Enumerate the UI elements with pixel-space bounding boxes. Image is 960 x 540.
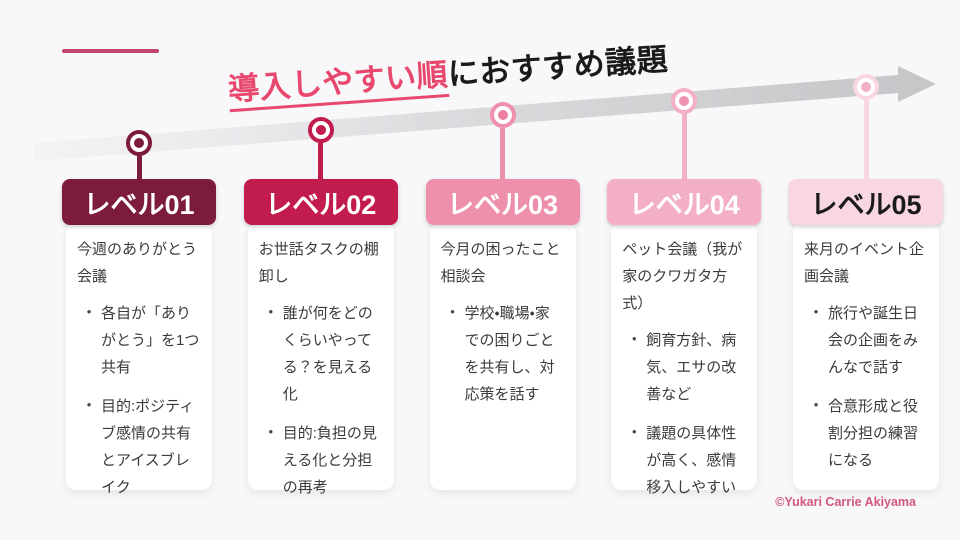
bullet-item: •各自が「ありがとう」を1つ共有: [77, 300, 201, 381]
level-card-02: レベル02 お世話タスクの棚卸し •誰が何をどのくらいやってる？を見える化 •目…: [243, 117, 398, 496]
marker-dot-icon: [315, 125, 326, 135]
marker-dot-icon: [134, 138, 144, 148]
bullet-item: •誰が何をどのくらいやってる？を見える化: [259, 300, 383, 408]
level-badge: レベル01: [62, 179, 216, 225]
level-badge: レベル03: [425, 179, 580, 225]
bullet-icon: •: [631, 331, 637, 346]
level-badge: レベル02: [243, 179, 398, 225]
card-title: 今月の困ったこと相談会: [440, 241, 561, 285]
card-body: 今月の困ったこと相談会 •学校・職場・家での困りごとを共有し、対応策を話す: [429, 222, 576, 490]
marker-stem: [500, 128, 505, 179]
card-bullet-list: •飼育方針、病気、エサの改善など •議題の具体性が高く、感情移入しやすい: [622, 327, 746, 501]
level-cards-row: レベル01 今週のありがとう会議 •各自が「ありがとう」を1つ共有 •目的:ポジ…: [62, 74, 943, 496]
timeline-marker-icon: [126, 130, 152, 156]
level-card-04: レベル04 ペット会議（我が家のクワガタ方式） •飼育方針、病気、エサの改善など…: [607, 88, 762, 496]
copyright-credit: ©Yukari Carrie Akiyama: [775, 495, 916, 509]
bullet-item: •旅行や誕生日会の企画をみんなで話す: [804, 300, 928, 381]
card-bullet-list: •各自が「ありがとう」を1つ共有 •目的:ポジティブ感情の共有とアイスブレイク: [77, 300, 201, 501]
card-bullet-list: •誰が何をどのくらいやってる？を見える化 •目的:負担の見える化と分担の再考: [259, 300, 383, 501]
marker-stem: [681, 114, 687, 179]
bullet-icon: •: [631, 424, 637, 439]
card-body: 今週のありがとう会議 •各自が「ありがとう」を1つ共有 •目的:ポジティブ感情の…: [66, 222, 212, 496]
card-title: お世話タスクの棚卸し: [258, 241, 379, 285]
bullet-icon: •: [268, 424, 274, 439]
accent-line: [62, 49, 159, 53]
card-title: 今週のありがとう会議: [77, 241, 198, 285]
bullet-item: •目的:ポジティブ感情の共有とアイスブレイク: [77, 393, 201, 501]
marker-dot-icon: [861, 82, 871, 92]
bullet-item: •合意形成と役割分担の練習になる: [804, 393, 928, 474]
card-body: 来月のイベント企画会議 •旅行や誕生日会の企画をみんなで話す •合意形成と役割分…: [793, 222, 939, 490]
card-title: 来月のイベント企画会議: [804, 241, 925, 285]
timeline-marker-icon: [489, 102, 516, 128]
timeline-marker-icon: [853, 74, 879, 100]
card-bullet-list: •旅行や誕生日会の企画をみんなで話す •合意形成と役割分担の練習になる: [804, 300, 928, 474]
timeline-marker-icon: [307, 117, 334, 143]
card-body: ペット会議（我が家のクワガタ方式） •飼育方針、病気、エサの改善など •議題の具…: [611, 222, 758, 496]
bullet-item: •学校・職場・家での困りごとを共有し、対応策を話す: [441, 300, 565, 408]
bullet-icon: •: [813, 304, 819, 319]
level-card-05: レベル05 来月のイベント企画会議 •旅行や誕生日会の企画をみんなで話す •合意…: [789, 74, 943, 490]
timeline-marker-icon: [671, 88, 698, 114]
marker-dot-icon: [679, 96, 690, 106]
bullet-icon: •: [450, 304, 455, 319]
bullet-icon: •: [86, 397, 92, 412]
level-badge: レベル04: [607, 179, 762, 225]
card-bullet-list: •学校・職場・家での困りごとを共有し、対応策を話す: [441, 300, 565, 408]
marker-stem: [136, 156, 142, 179]
bullet-item: •目的:負担の見える化と分担の再考: [259, 420, 383, 501]
bullet-item: •議題の具体性が高く、感情移入しやすい: [622, 420, 746, 501]
card-body: お世話タスクの棚卸し •誰が何をどのくらいやってる？を見える化 •目的:負担の見…: [247, 222, 394, 496]
card-title: ペット会議（我が家のクワガタ方式）: [622, 241, 743, 312]
level-card-03: レベル03 今月の困ったこと相談会 •学校・職場・家での困りごとを共有し、対応策…: [425, 102, 580, 490]
marker-stem: [863, 100, 869, 179]
bullet-icon: •: [268, 304, 274, 319]
marker-stem: [318, 143, 324, 179]
arrow-head: [898, 66, 936, 102]
bullet-icon: •: [86, 304, 92, 319]
level-badge: レベル05: [789, 179, 943, 225]
bullet-icon: •: [813, 397, 819, 412]
level-card-01: レベル01 今週のありがとう会議 •各自が「ありがとう」を1つ共有 •目的:ポジ…: [62, 130, 216, 496]
marker-dot-icon: [497, 110, 508, 120]
bullet-item: •飼育方針、病気、エサの改善など: [622, 327, 746, 408]
